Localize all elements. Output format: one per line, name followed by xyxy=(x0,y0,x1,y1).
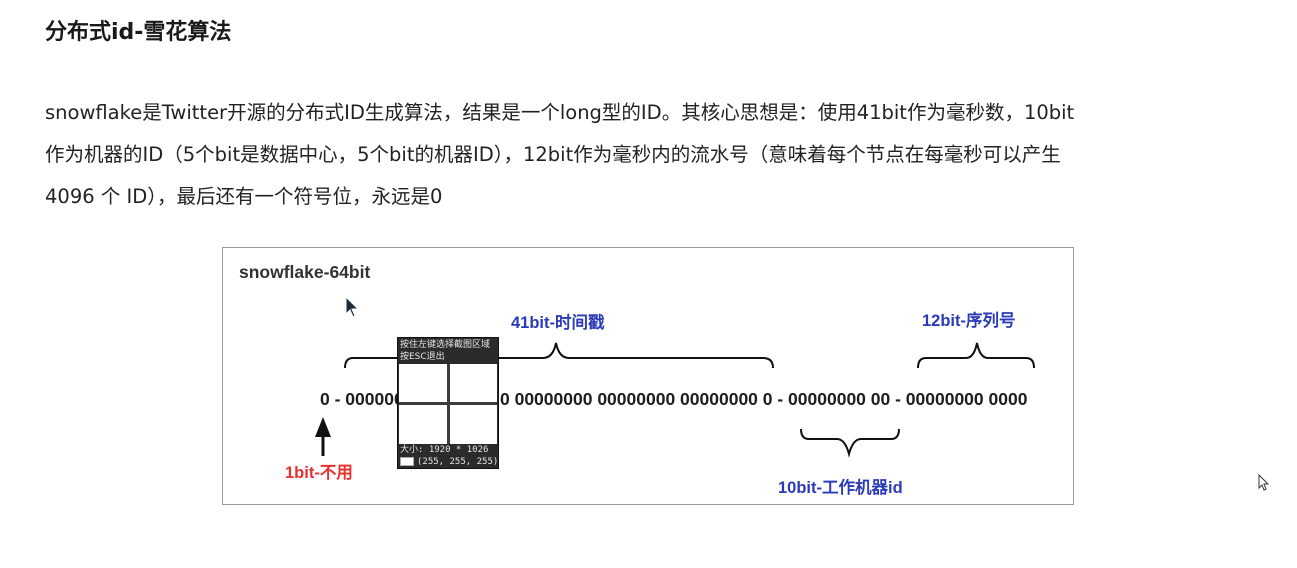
sequence-brace xyxy=(917,342,1035,369)
color-swatch xyxy=(400,457,414,466)
paragraph-line-1: snowflake是Twitter开源的分布式ID生成算法，结果是一个long型… xyxy=(45,101,1075,124)
arrow-up-icon xyxy=(315,417,331,456)
arrow-cursor-icon xyxy=(345,296,360,318)
magnifier-color: (255, 255, 255) xyxy=(400,457,498,468)
label-timestamp: 41bit-时间戳 xyxy=(511,312,605,332)
paragraph-line-3: 4096 个 ID），最后还有一个符号位，永远是0 xyxy=(45,185,443,208)
magnifier-size: 大小: 1920 * 1026 xyxy=(400,445,489,455)
magnifier-hint-line-2: 按ESC退出 xyxy=(400,352,445,362)
magnifier-color-value: (255, 255, 255) xyxy=(417,457,499,467)
label-machine: 10bit-工作机器id xyxy=(778,477,903,497)
crosshair-vertical xyxy=(447,364,450,444)
diagram-title: snowflake-64bit xyxy=(239,262,371,282)
label-sign: 1bit-不用 xyxy=(285,464,353,482)
machine-brace xyxy=(800,428,900,458)
page-title: 分布式id-雪花算法 xyxy=(45,20,232,45)
snowflake-diagram: snowflake-64bit 0 - 000000 0 00000000 00… xyxy=(222,247,1074,505)
label-sequence: 12bit-序列号 xyxy=(922,310,1016,330)
magnifier-hint-line-1: 按住左键选择截图区域 xyxy=(400,340,491,350)
arrow-cursor-small-icon xyxy=(1258,474,1270,491)
magnifier-zoom-view xyxy=(399,364,497,444)
description-paragraph: snowflake是Twitter开源的分布式ID生成算法，结果是一个long型… xyxy=(45,92,1270,218)
screenshot-magnifier: 按住左键选择截图区域 按ESC退出 大小: 1920 * 1026 (255, … xyxy=(397,337,499,469)
bits-main-segment: 0 00000000 00000000 00000000 0 - 0000000… xyxy=(500,389,1028,409)
bits-sign-segment: 0 - 000000 xyxy=(320,389,404,409)
diagram-canvas: 0 - 000000 0 00000000 00000000 00000000 … xyxy=(285,310,1035,497)
timestamp-brace xyxy=(344,342,774,369)
magnifier-hint: 按住左键选择截图区域 按ESC退出 xyxy=(400,339,490,363)
paragraph-line-2: 作为机器的ID（5个bit是数据中心，5个bit的机器ID），12bit作为毫秒… xyxy=(45,143,1061,166)
